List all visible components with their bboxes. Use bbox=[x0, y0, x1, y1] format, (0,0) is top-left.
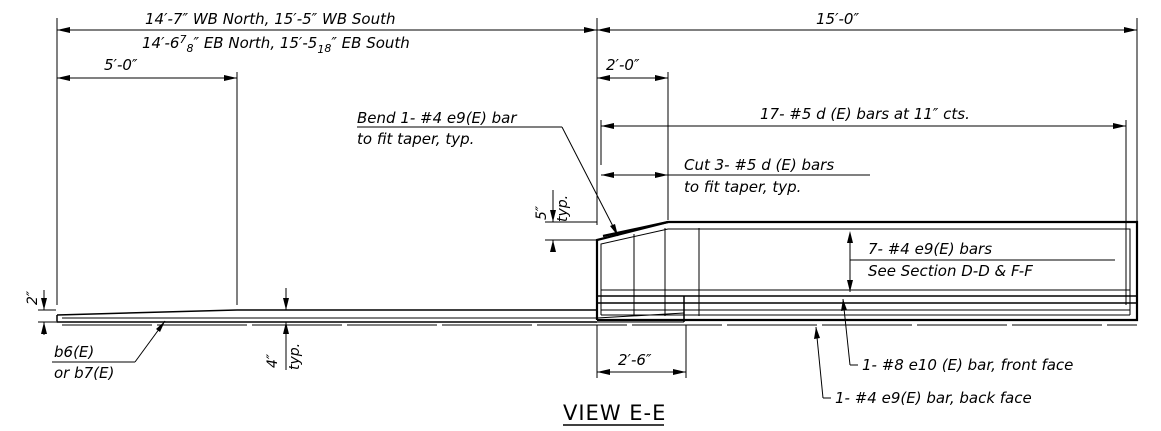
e10-front-note: 1- #8 e10 (E) bar, front face bbox=[862, 356, 1073, 374]
top-right-dimension: 15′-0″ bbox=[816, 10, 859, 28]
bars-spacing-dimension: 17- #5 d (E) bars at 11″ cts. bbox=[760, 105, 970, 123]
bend-note-line2: to fit taper, typ. bbox=[357, 130, 474, 148]
five-inch-dimension: 5″ bbox=[534, 205, 550, 220]
b6-note-line1: b6(E) bbox=[54, 343, 94, 361]
view-title: VIEW E-E bbox=[563, 401, 666, 425]
top-dimension-right bbox=[597, 18, 1138, 222]
dimension-5in bbox=[545, 190, 597, 252]
five-feet-dimension: 5′-0″ bbox=[104, 56, 138, 74]
four-inch-typ: typ. bbox=[287, 343, 303, 370]
dimension-4in bbox=[283, 288, 289, 370]
b6-note-line2: or b7(E) bbox=[54, 364, 114, 382]
dimension-2-6 bbox=[596, 325, 687, 378]
dimension-cut-bars bbox=[601, 172, 870, 178]
leader-e10 bbox=[841, 298, 858, 366]
top-left-dimension-line2: 14′-678″ EB North, 15′-518″ EB South bbox=[142, 33, 410, 56]
five-inch-typ: typ. bbox=[555, 195, 571, 222]
dimension-5ft bbox=[57, 72, 238, 305]
bend-note-line1: Bend 1- #4 e9(E) bar bbox=[357, 109, 517, 127]
dimension-2in bbox=[38, 290, 56, 335]
four-inch-dimension: 4″ bbox=[265, 353, 281, 368]
leader-b6 bbox=[52, 320, 166, 363]
leader-e9-bars bbox=[847, 231, 1115, 292]
two-inch-dimension: 2″ bbox=[25, 290, 41, 305]
leader-bend bbox=[357, 126, 619, 237]
dimension-2ft bbox=[597, 72, 669, 220]
two-feet-dimension: 2′-0″ bbox=[606, 56, 640, 74]
top-dimension-left bbox=[56, 18, 598, 305]
wall-outline bbox=[595, 220, 1139, 322]
dimension-17-bars bbox=[600, 120, 1127, 305]
e9-bars-note-line2: See Section D-D & F-F bbox=[868, 262, 1033, 280]
e9-back-note: 1- #4 e9(E) bar, back face bbox=[835, 389, 1032, 407]
top-left-dimension-line1: 14′-7″ WB North, 15′-5″ WB South bbox=[145, 10, 396, 28]
slab bbox=[56, 309, 1137, 326]
cut-note-line2: to fit taper, typ. bbox=[684, 178, 801, 196]
leader-e9-back bbox=[814, 326, 831, 399]
cut-note-line1: Cut 3- #5 d (E) bars bbox=[684, 156, 834, 174]
e9-bars-note-line1: 7- #4 e9(E) bars bbox=[868, 240, 992, 258]
two-six-dimension: 2′-6″ bbox=[618, 351, 652, 369]
